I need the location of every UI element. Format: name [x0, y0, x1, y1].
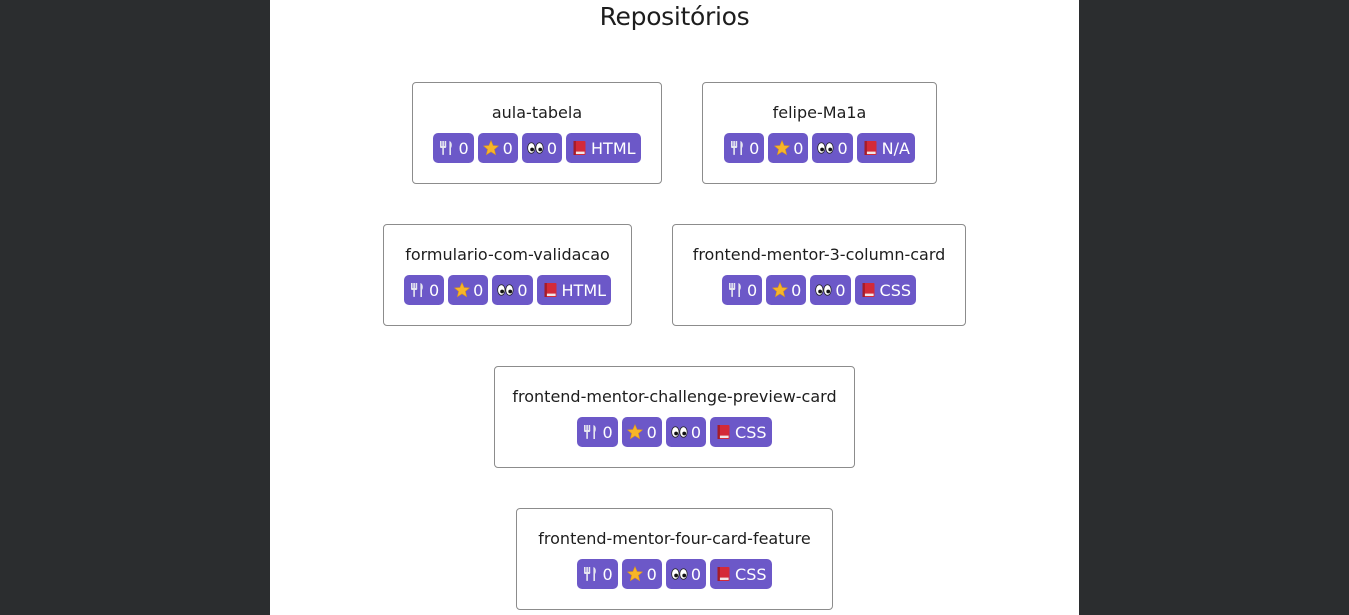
star-icon [627, 566, 644, 583]
watchers-count: 0 [837, 138, 848, 158]
stars-count: 0 [502, 138, 513, 158]
stars-badge: 0 [621, 559, 662, 589]
closed-book-icon [860, 282, 877, 299]
forks-badge: 0 [721, 275, 763, 305]
eyes-icon [497, 282, 514, 299]
stars-badge: 0 [766, 275, 807, 305]
repo-name[interactable]: felipe-Ma1a [772, 103, 867, 122]
repo-name[interactable]: formulario-com-validacao [405, 245, 610, 264]
language-badge: CSS [710, 559, 772, 589]
eyes-icon [817, 140, 834, 157]
stars-count: 0 [646, 422, 657, 442]
forks-count: 0 [749, 138, 760, 158]
watchers-badge: 0 [492, 275, 533, 305]
repo-stats: 0 0 0 HTML [413, 133, 661, 163]
stars-badge: 0 [448, 275, 489, 305]
forks-count: 0 [602, 564, 613, 584]
repo-card[interactable]: aula-tabela 0 0 0 HTML [412, 82, 662, 184]
eyes-icon [671, 424, 688, 441]
repo-card[interactable]: frontend-mentor-challenge-preview-card 0… [494, 366, 855, 468]
repo-card[interactable]: formulario-com-validacao 0 0 0 HTML [383, 224, 632, 326]
repo-stats: 0 0 0 HTML [384, 275, 631, 305]
repo-stats: 0 0 0 N/A [703, 133, 936, 163]
watchers-badge: 0 [521, 133, 563, 163]
repositories-panel: Repositórios aula-tabela 0 0 0 HTML feli… [270, 0, 1079, 615]
forks-badge: 0 [724, 133, 765, 163]
repo-card[interactable]: frontend-mentor-four-card-feature 0 0 0 … [516, 508, 833, 610]
watchers-badge: 0 [812, 133, 853, 163]
eyes-icon [671, 566, 688, 583]
repo-name[interactable]: frontend-mentor-four-card-feature [538, 529, 811, 548]
repo-card[interactable]: felipe-Ma1a 0 0 0 N/A [702, 82, 937, 184]
language-label: HTML [591, 138, 636, 158]
forks-badge: 0 [433, 133, 474, 163]
forks-badge: 0 [403, 275, 445, 305]
language-label: N/A [881, 138, 910, 158]
forks-badge: 0 [577, 417, 618, 447]
forks-count: 0 [428, 280, 440, 300]
fork-and-knife-icon [727, 282, 744, 299]
stars-badge: 0 [621, 417, 662, 447]
star-icon [771, 282, 788, 299]
language-label: CSS [735, 564, 767, 584]
repo-name[interactable]: frontend-mentor-3-column-card [692, 245, 946, 264]
repo-stats: 0 0 0 CSS [673, 275, 965, 305]
fork-and-knife-icon [729, 140, 746, 157]
forks-count: 0 [458, 138, 469, 158]
forks-count: 0 [746, 280, 758, 300]
forks-badge: 0 [577, 559, 618, 589]
repo-name[interactable]: frontend-mentor-challenge-preview-card [512, 387, 837, 406]
language-badge: HTML [536, 275, 612, 305]
repo-name[interactable]: aula-tabela [491, 103, 583, 122]
watchers-count: 0 [835, 280, 846, 300]
closed-book-icon [571, 140, 588, 157]
language-badge: CSS [710, 417, 772, 447]
star-icon [483, 140, 500, 157]
language-badge: HTML [566, 133, 641, 163]
language-label: CSS [735, 422, 767, 442]
watchers-badge: 0 [810, 275, 851, 305]
star-icon [627, 424, 644, 441]
star-icon [773, 140, 790, 157]
language-badge: CSS [854, 275, 917, 305]
repo-stats: 0 0 0 CSS [517, 559, 832, 589]
closed-book-icon [862, 140, 879, 157]
watchers-badge: 0 [665, 559, 707, 589]
closed-book-icon [715, 424, 732, 441]
language-label: HTML [561, 280, 607, 300]
language-label: CSS [879, 280, 912, 300]
watchers-count: 0 [690, 564, 702, 584]
fork-and-knife-icon [438, 140, 455, 157]
closed-book-icon [715, 566, 732, 583]
stars-count: 0 [473, 280, 484, 300]
stars-count: 0 [793, 138, 804, 158]
watchers-count: 0 [517, 280, 528, 300]
fork-and-knife-icon [409, 282, 426, 299]
fork-and-knife-icon [582, 424, 599, 441]
stars-badge: 0 [768, 133, 809, 163]
repo-stats: 0 0 0 CSS [495, 417, 854, 447]
fork-and-knife-icon [582, 566, 599, 583]
star-icon [453, 282, 470, 299]
stars-badge: 0 [477, 133, 518, 163]
watchers-count: 0 [690, 422, 702, 442]
eyes-icon [815, 282, 832, 299]
stars-count: 0 [646, 564, 657, 584]
repo-card[interactable]: frontend-mentor-3-column-card 0 0 0 CSS [672, 224, 966, 326]
watchers-badge: 0 [665, 417, 707, 447]
forks-count: 0 [602, 422, 613, 442]
page-title: Repositórios [599, 2, 750, 31]
stars-count: 0 [791, 280, 802, 300]
language-badge: N/A [856, 133, 915, 163]
closed-book-icon [542, 282, 559, 299]
eyes-icon [527, 140, 544, 157]
watchers-count: 0 [546, 138, 558, 158]
